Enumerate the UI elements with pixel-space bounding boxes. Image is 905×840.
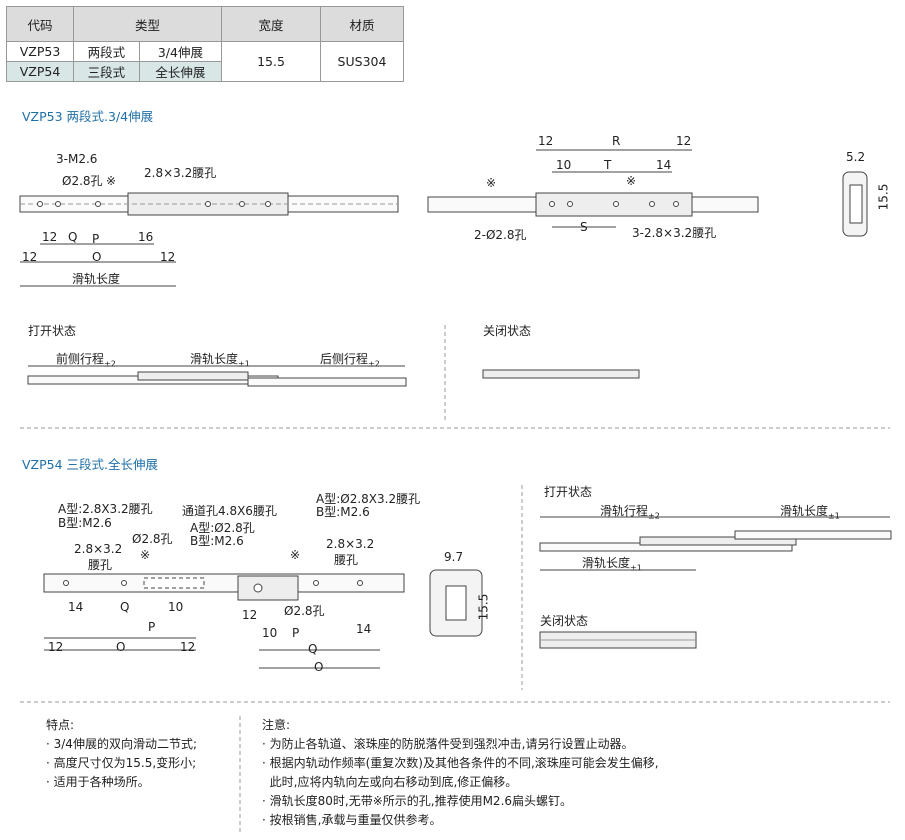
features-title: 特点: — [46, 718, 75, 732]
vzp54-title: VZP54 三段式.全长伸展 — [22, 457, 159, 472]
dim: P — [292, 626, 300, 640]
b-type: B型:M2.6 — [316, 505, 370, 519]
slot: 2.8×3.2 — [74, 542, 123, 556]
row-code: VZP54 — [6, 61, 74, 82]
dim: O — [92, 250, 102, 264]
a-type: A型:2.8X3.2腰孔 — [58, 502, 153, 516]
dim: Q — [68, 230, 78, 244]
dim: 9.7 — [444, 550, 464, 564]
dim: 12 — [676, 134, 692, 148]
open-travel: 滑轨行程±2 — [600, 504, 660, 521]
row-ext: 3/4伸展 — [138, 41, 223, 62]
dim: 14 — [68, 600, 84, 614]
header-material: 材质 — [320, 6, 404, 42]
cell-material: SUS304 — [320, 41, 404, 82]
dim: 10 — [168, 600, 184, 614]
dim: 12 — [242, 608, 258, 622]
dim: T — [604, 158, 612, 172]
notes-title: 注意: — [262, 718, 291, 732]
dim: Q — [308, 642, 318, 656]
row-ext: 全长伸展 — [138, 61, 223, 82]
note-item: · 根据内轨动作频率(重复次数)及其他各条件的不同,滚珠座可能会发生偏移, — [262, 756, 659, 770]
dim: 12 — [160, 250, 176, 264]
row-code: VZP53 — [6, 41, 74, 62]
b-type: B型:M2.6 — [58, 516, 112, 530]
note-item: · 为防止各轨道、滚珠座的防脱落件受到强烈冲击,请另行设置止动器。 — [262, 737, 634, 751]
dim: 12 — [48, 640, 64, 654]
hole: Ø2.8孔 — [132, 532, 173, 546]
dim: 12 — [42, 230, 58, 244]
mark-icon: ※ — [106, 174, 117, 188]
features: 特点: · 3/4伸展的双向滑动二节式; · 高度尺寸仅为15.5,变形小; ·… — [46, 716, 197, 792]
slot: 2.8×3.2 — [326, 537, 375, 551]
dim: 14 — [356, 622, 372, 636]
a-type: A型:Ø2.8孔 — [190, 521, 255, 535]
note-item: 此时,应将内轨向左或向右移动到底,修正偏移。 — [262, 775, 518, 789]
dim: 12 — [180, 640, 196, 654]
dim: O — [314, 660, 324, 674]
feature-item: · 高度尺寸仅为15.5,变形小; — [46, 756, 197, 770]
callout-hole: Ø2.8孔 — [62, 174, 103, 188]
dim-length: 滑轨长度 — [72, 272, 121, 286]
spec-table: 代码 类型 宽度 材质 VZP53 两段式 3/4伸展 15.5 SUS304 … — [6, 6, 404, 82]
dim: 5.2 — [846, 150, 866, 164]
note-item: · 滑轨长度80时,无带※所示的孔,推荐使用M2.6扁头螺钉。 — [262, 794, 573, 808]
mark-icon: ※ — [290, 548, 301, 562]
vzp53-title: VZP53 两段式.3/4伸展 — [22, 109, 154, 124]
dim: 15.5 — [876, 183, 891, 211]
open-front: 前侧行程±2 — [56, 352, 116, 369]
closed-title: 关闭状态 — [540, 614, 589, 628]
dim: 10 — [262, 626, 278, 640]
dim: 10 — [556, 158, 572, 172]
open-len-bot: 滑轨长度±1 — [582, 556, 642, 573]
dim: 12 — [22, 250, 38, 264]
row-type: 两段式 — [73, 41, 140, 62]
callout-slots: 3-2.8×3.2腰孔 — [632, 226, 717, 240]
dim: 14 — [656, 158, 672, 172]
open-rear: 后侧行程±2 — [320, 352, 380, 369]
notes: 注意: · 为防止各轨道、滚珠座的防脱落件受到强烈冲击,请另行设置止动器。 · … — [262, 716, 659, 830]
open-title: 打开状态 — [544, 485, 593, 499]
dim: O — [116, 640, 126, 654]
header-code: 代码 — [6, 6, 74, 42]
a-type: A型:Ø2.8X3.2腰孔 — [316, 492, 421, 506]
dim: Q — [120, 600, 130, 614]
callout-m: 3-M2.6 — [56, 152, 98, 166]
dim: P — [148, 620, 156, 634]
hole: Ø2.8孔 — [284, 604, 325, 618]
open-title: 打开状态 — [28, 324, 77, 338]
slot: 腰孔 — [88, 558, 113, 572]
callout-holes: 2-Ø2.8孔 — [474, 228, 527, 242]
slot: 腰孔 — [334, 553, 359, 567]
dim: 12 — [538, 134, 554, 148]
mark-icon: ※ — [486, 176, 497, 190]
feature-item: · 适用于各种场所。 — [46, 775, 150, 789]
callout-slot: 2.8×3.2腰孔 — [144, 166, 217, 180]
closed-title: 关闭状态 — [483, 324, 532, 338]
dim: R — [612, 134, 621, 148]
row-type: 三段式 — [73, 61, 140, 82]
mark-icon: ※ — [140, 548, 151, 562]
open-len: 滑轨长度±1 — [190, 352, 250, 369]
note-item: · 按根销售,承载与重量仅供参考。 — [262, 813, 442, 827]
b-type: B型:M2.6 — [190, 534, 244, 548]
feature-item: · 3/4伸展的双向滑动二节式; — [46, 737, 197, 751]
dim: P — [92, 232, 100, 246]
mark-icon: ※ — [626, 174, 637, 188]
dim: 16 — [138, 230, 154, 244]
dim: 15.5 — [476, 593, 491, 621]
channel: 通道孔4.8X6腰孔 — [182, 504, 277, 518]
dim: S — [580, 220, 588, 234]
open-len-top: 滑轨长度±1 — [780, 504, 840, 521]
